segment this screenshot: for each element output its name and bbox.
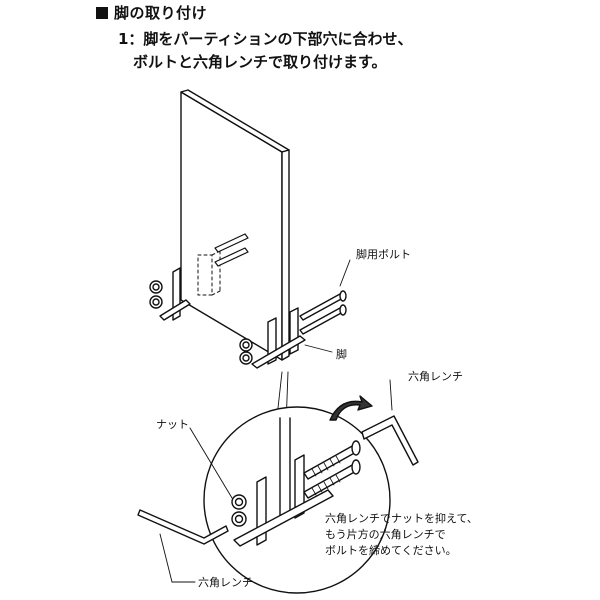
leg-right xyxy=(239,307,306,369)
leg-left xyxy=(149,267,191,321)
leg-bolts xyxy=(299,290,347,335)
heading-text: 脚の取り付け xyxy=(114,4,208,22)
rotate-arrow-icon xyxy=(329,395,373,421)
label-hex-wrench-bottom: 六角レンチ xyxy=(198,576,253,589)
hex-wrench-bottom xyxy=(137,509,229,545)
label-hex-wrench-top: 六角レンチ xyxy=(408,370,463,383)
partition-panel xyxy=(180,89,290,361)
note-line-2: もう片方の六角レンチで xyxy=(325,527,446,541)
label-leg: 脚 xyxy=(336,347,347,361)
instruction-line-1: 1：脚をパーティションの下部穴に合わせ、 xyxy=(118,30,413,48)
instruction-line-2: ボルトと六角レンチで取り付けます。 xyxy=(133,53,387,71)
detail-circle xyxy=(203,406,391,594)
label-leg-bolt: 脚用ボルト xyxy=(356,247,411,261)
hex-wrench-top xyxy=(361,415,419,466)
note-line-3: ボルトを締めてください。 xyxy=(325,543,457,557)
heading-square-bullet xyxy=(96,7,108,19)
label-nut: ナット xyxy=(156,418,189,431)
note-line-1: 六角レンチでナットを抑えて、 xyxy=(325,511,478,525)
section-heading: 脚の取り付け xyxy=(96,2,207,23)
